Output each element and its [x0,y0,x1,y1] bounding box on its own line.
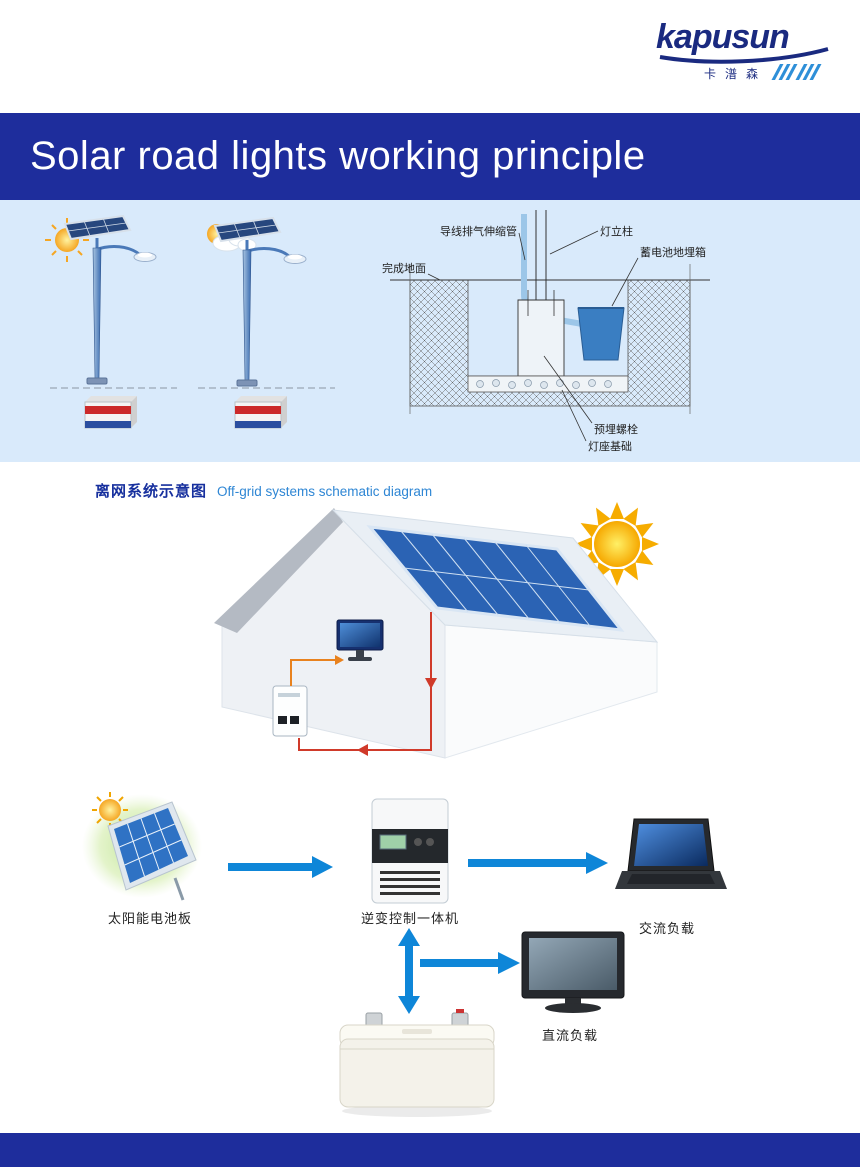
battery-box-icon-1 [84,395,138,429]
orange-wire [290,655,344,686]
arrow-right-icon [468,852,608,874]
label-battery-box: 蓄电池地埋箱 [640,245,706,259]
roof-solar-array [366,525,625,632]
double-arrow-icon [398,928,420,1014]
battery-box-icon-2 [234,395,288,429]
arrow-right-icon [420,952,520,974]
label-finished-ground: 完成地面 [382,261,426,275]
offgrid-section-heading: 离网系统示意图 Off-grid systems schematic diagr… [95,480,432,501]
inverter-label: 逆变控制一体机 [360,911,459,926]
brand-subtitle: 卡潽森 [704,66,767,81]
label-anchor-bolt: 预埋螺栓 [594,422,638,436]
inverter-box-icon [272,685,308,737]
offgrid-title-en: Off-grid systems schematic diagram [217,484,433,499]
small-sun-icon [92,792,128,828]
sun-icon [575,502,659,586]
brand-logo: kapusun 卡潽森 [656,18,829,81]
brand-name: kapusun [656,18,789,56]
solar-panel-icon [82,792,202,901]
label-conduit: 导线排气伸缩管 [440,224,517,238]
ac-load-label: 交流负载 [638,921,695,936]
solar-panel-label: 太阳能电池板 [107,911,192,926]
logo-slashes-icon [771,64,822,80]
gravel-base [467,375,629,393]
house-right-wall [444,624,658,759]
logo-swoosh [659,47,829,64]
house-illustration [214,502,659,759]
buried-battery-box [577,307,625,361]
arrow-right-icon [228,856,333,878]
laptop-icon [615,818,727,889]
label-lamp-base: 灯座基础 [588,439,632,453]
red-wire [298,612,437,756]
label-pole: 灯立柱 [600,224,633,238]
footer-bar [0,1133,860,1167]
monitor-icon [336,619,384,661]
battery-icon [339,1009,495,1117]
street-light-illustration [45,214,335,429]
offgrid-title-zh: 离网系统示意图 [95,483,208,500]
leader-lines [427,230,639,442]
dc-load-label: 直流负载 [541,1028,598,1043]
lamp-foundation [517,299,565,377]
tv-icon [521,931,625,1013]
house-left-roof [214,508,343,633]
page-title: Solar road lights working principle [30,134,646,178]
header-band: Solar road lights working principle [0,113,860,200]
installation-diagram: 导线排气伸缩管 灯立柱 完成地面 蓄电池地埋箱 预埋螺栓 灯座基础 [382,210,710,453]
inverter-icon [371,798,449,904]
